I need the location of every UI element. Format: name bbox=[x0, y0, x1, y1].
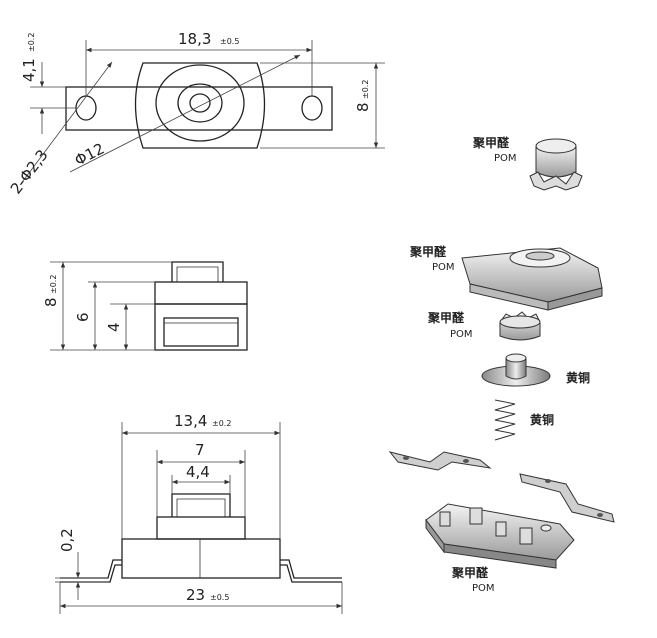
top-width-value: 18,3 bbox=[178, 30, 211, 48]
brass-contact-part bbox=[481, 353, 551, 387]
side-upper-body bbox=[154, 281, 248, 305]
part4-material: 黄铜 bbox=[566, 370, 590, 385]
front-upper-body bbox=[156, 516, 246, 540]
front-total-value: 23 bbox=[186, 586, 205, 604]
top-height-tol: ±0.2 bbox=[361, 80, 370, 99]
center-diameter-label: Φ12 bbox=[72, 139, 108, 169]
front-lower-body bbox=[121, 538, 281, 579]
top-offset-value: 4,1 bbox=[20, 58, 38, 82]
part6-code: POM bbox=[472, 583, 495, 594]
front-right-terminal bbox=[280, 559, 342, 579]
front-view: 13,4 ±0.2 7 4,4 0,2 23 ±0.5 bbox=[55, 412, 343, 614]
pom-cap-part bbox=[529, 138, 583, 191]
front-lever bbox=[171, 493, 231, 517]
exploded-view: 聚甲醛 POM 聚甲醛 POM 聚甲醛 POM 黄铜 bbox=[388, 135, 615, 594]
pom-base-part bbox=[425, 503, 575, 569]
front-mid-value: 7 bbox=[195, 441, 205, 459]
side-view: 8 ±0.2 6 4 bbox=[42, 261, 248, 351]
pom-housing-part bbox=[461, 247, 603, 311]
front-thickness-value: 0,2 bbox=[58, 528, 76, 552]
top-body bbox=[134, 62, 266, 149]
left-terminal-part bbox=[388, 451, 492, 471]
top-flange bbox=[65, 86, 333, 131]
top-view: 18,3 ±0.5 4,1 ±0.2 8 ±0.2 2-Φ2,3 Φ12 bbox=[7, 30, 385, 197]
top-width-tol: ±0.5 bbox=[220, 37, 239, 46]
part2-material: 聚甲醛 bbox=[409, 244, 447, 259]
side-height-value: 8 bbox=[42, 297, 60, 307]
side-lower-body bbox=[154, 303, 248, 351]
side-low-value: 4 bbox=[105, 322, 123, 332]
part2-code: POM bbox=[432, 262, 455, 273]
top-offset-tol: ±0.2 bbox=[27, 33, 36, 52]
part5-material: 黄铜 bbox=[530, 412, 554, 427]
right-mount-hole bbox=[301, 95, 323, 121]
pom-gear-part bbox=[499, 311, 541, 341]
front-width-tol: ±0.2 bbox=[212, 419, 231, 428]
front-total-tol: ±0.5 bbox=[210, 593, 229, 602]
top-outer-circle bbox=[155, 64, 245, 142]
side-slot bbox=[163, 317, 239, 347]
front-width-value: 13,4 bbox=[174, 412, 207, 430]
part3-material: 聚甲醛 bbox=[427, 310, 465, 325]
part1-material: 聚甲醛 bbox=[472, 135, 510, 150]
side-mid-value: 6 bbox=[74, 312, 92, 322]
side-height-tol: ±0.2 bbox=[49, 275, 58, 294]
hole-diameter-label: 2-Φ2,3 bbox=[7, 146, 52, 197]
right-terminal-part bbox=[519, 473, 615, 523]
part3-code: POM bbox=[450, 329, 473, 340]
brass-spring-part bbox=[494, 399, 516, 441]
part1-code: POM bbox=[494, 153, 517, 164]
top-middle-circle bbox=[177, 83, 223, 123]
left-mount-hole bbox=[75, 95, 97, 121]
part6-material: 聚甲醛 bbox=[451, 565, 489, 580]
side-lever bbox=[171, 261, 224, 282]
front-left-terminal bbox=[60, 559, 122, 579]
top-inner-circle bbox=[189, 93, 211, 113]
front-inner-value: 4,4 bbox=[186, 463, 210, 481]
top-height-value: 8 bbox=[354, 102, 372, 112]
